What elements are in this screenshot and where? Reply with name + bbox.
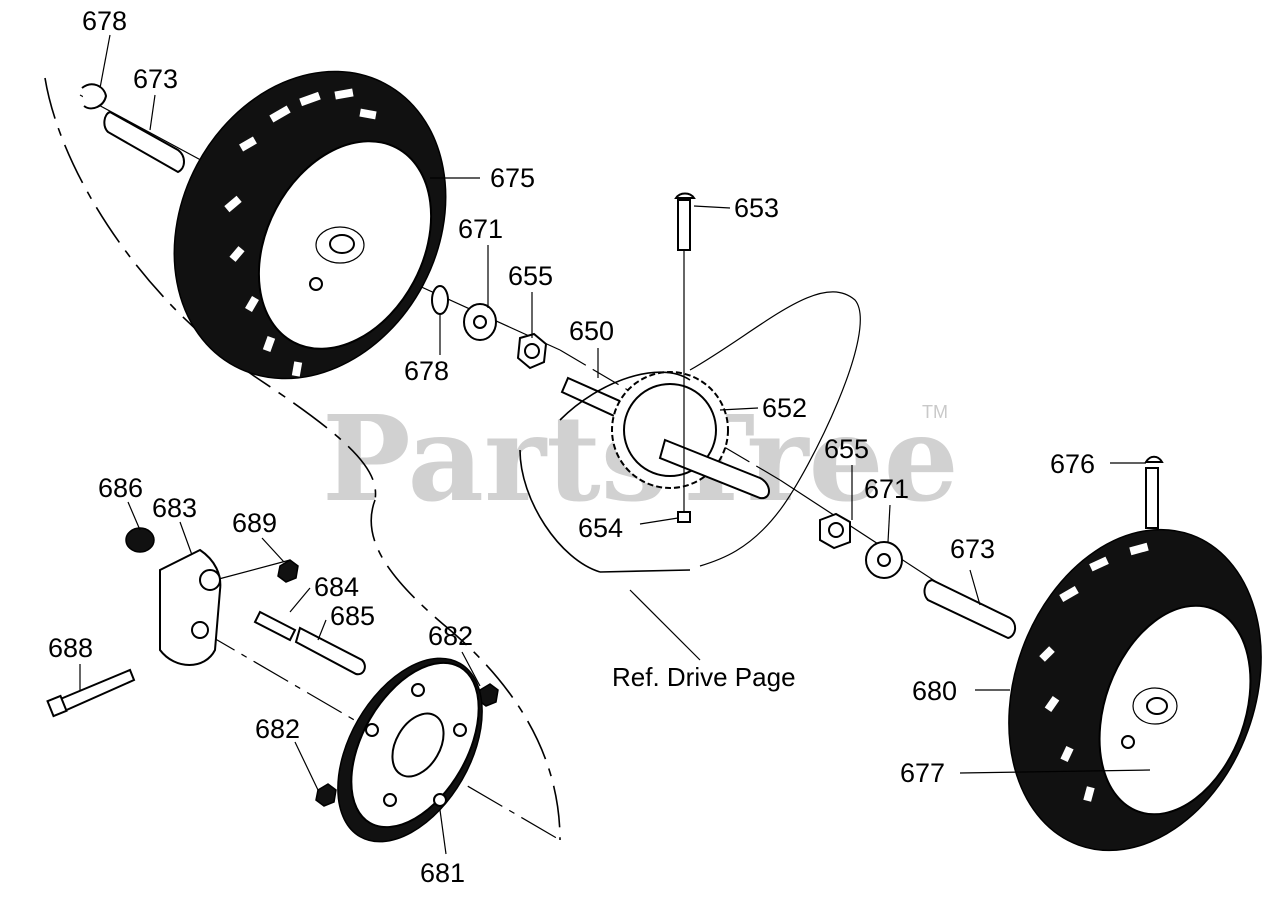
callout-685: 685 (330, 601, 375, 631)
callout-683: 683 (152, 493, 197, 523)
left-wheel-675 (173, 70, 447, 380)
callout-676: 676 (1050, 449, 1095, 479)
callout-655-left: 655 (508, 261, 553, 291)
callout-654: 654 (578, 513, 623, 543)
bracket-assembly (46, 527, 499, 807)
bolts (674, 192, 1164, 760)
callout-673-right: 673 (950, 534, 995, 564)
callout-675: 675 (490, 163, 535, 193)
right-axle-parts (819, 512, 1016, 640)
callout-650: 650 (569, 316, 614, 346)
right-wheel-680 (1008, 528, 1262, 852)
callout-681: 681 (420, 858, 465, 888)
callout-653: 653 (734, 193, 779, 223)
callout-678-mid: 678 (404, 356, 449, 386)
leader-lines (79, 34, 1151, 855)
callout-686: 686 (98, 473, 143, 503)
hub-plate-681 (337, 657, 483, 843)
callout-680: 680 (912, 676, 957, 706)
callout-678-top: 678 (82, 6, 127, 36)
callout-689: 689 (232, 508, 277, 538)
sprocket-and-chain (519, 291, 861, 661)
callout-671-right: 671 (864, 474, 909, 504)
callout-688: 688 (48, 633, 93, 663)
callout-652: 652 (762, 393, 807, 423)
watermark-trademark: TM (922, 402, 948, 422)
reference-drive-page-label: Ref. Drive Page (612, 662, 796, 692)
callout-677: 677 (900, 758, 945, 788)
callout-682-right: 682 (428, 621, 473, 651)
callout-673-top: 673 (133, 64, 178, 94)
callout-655-right: 655 (824, 434, 869, 464)
callout-682-left: 682 (255, 714, 300, 744)
callout-684: 684 (314, 572, 359, 602)
callout-671-left: 671 (458, 214, 503, 244)
